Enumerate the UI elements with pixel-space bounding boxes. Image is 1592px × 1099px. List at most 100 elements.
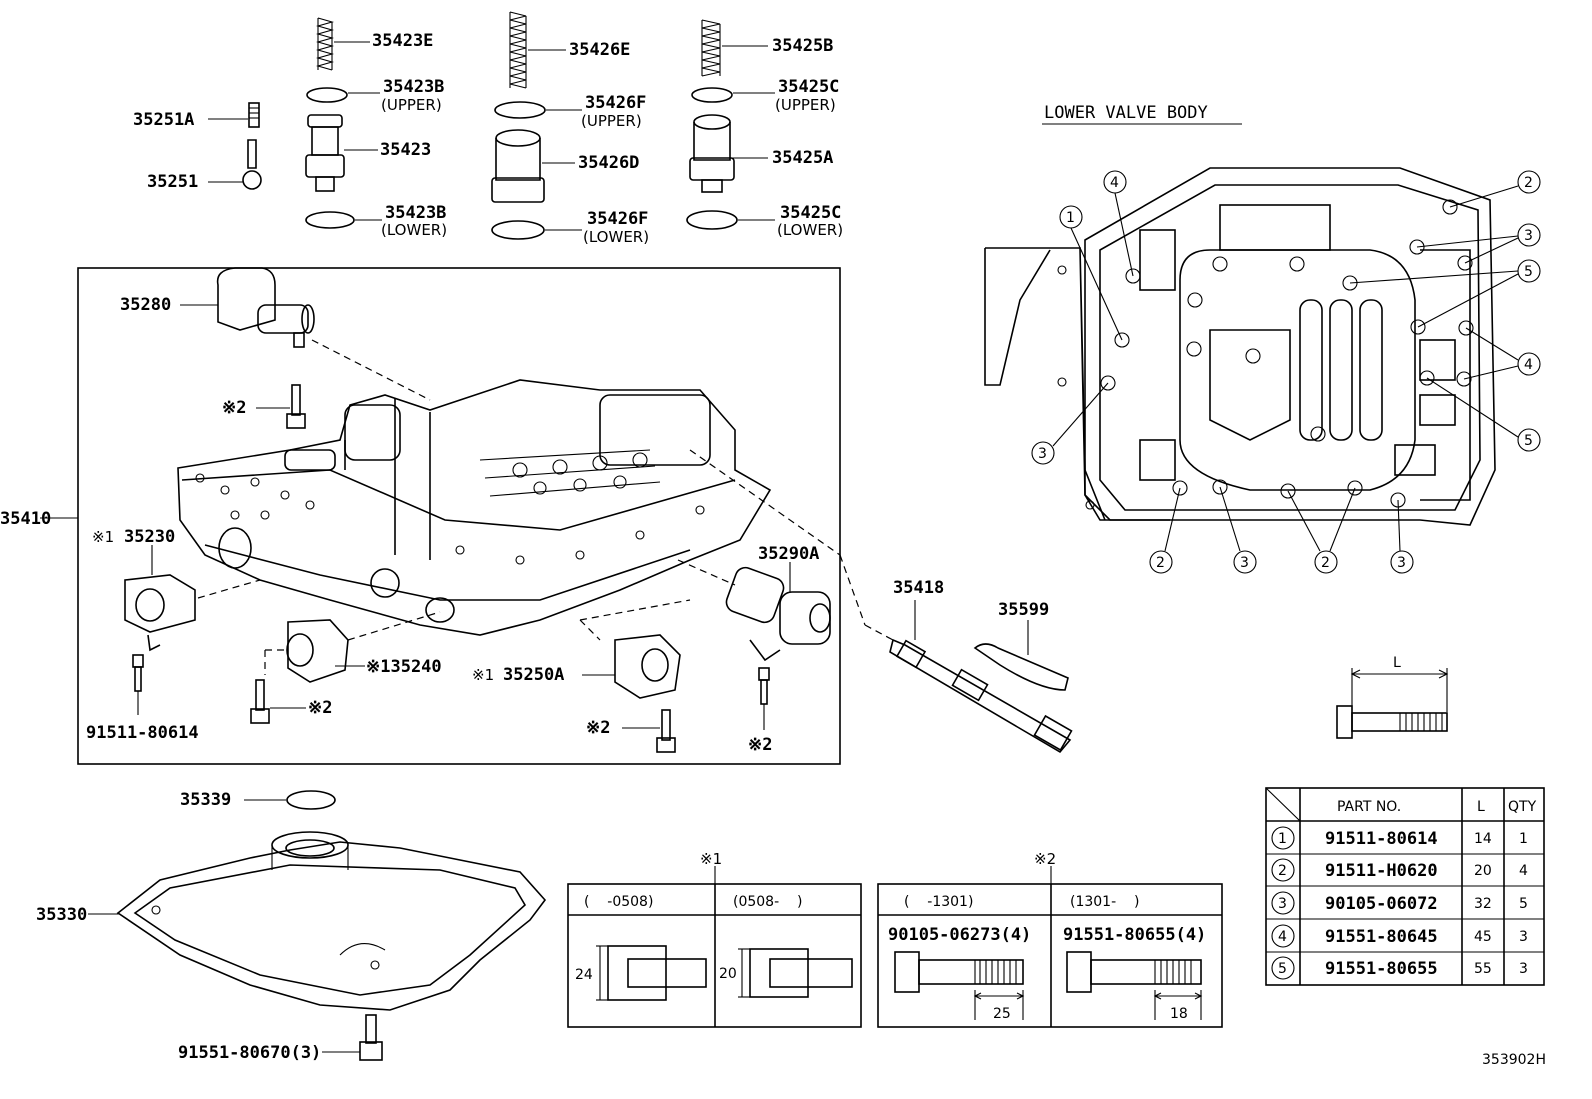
bolt-table-header-qty: QTY (1508, 799, 1537, 815)
label-91551-80670: 91551-80670(3) (178, 1043, 321, 1063)
callout-2-right-top-label: 2 (1524, 175, 1533, 191)
label-35423: 35423 (380, 140, 431, 160)
label-mark2-c: ※2 (586, 718, 610, 738)
label-35425C-lower: 35425C (780, 203, 841, 223)
solenoid-35240 (286, 619, 349, 683)
note1-col2: (0508- ) (733, 894, 802, 910)
note1-connector-new (738, 948, 853, 998)
bolt-table-key: 1 (1278, 831, 1287, 847)
oring-35425C-lower (686, 210, 738, 230)
bolt-length-label: L (1393, 655, 1401, 671)
callout-3-bottom-right (1390, 499, 1414, 574)
bolt-table-length: 45 (1474, 929, 1492, 945)
note2-table (877, 883, 1223, 1028)
bolt-table-length: 20 (1474, 863, 1492, 879)
note2-col2: (1301- ) (1070, 894, 1139, 910)
label-35250A: 35250A (503, 665, 564, 685)
bolt-table-length: 32 (1474, 896, 1492, 912)
note1-connector-old (596, 945, 707, 1001)
valve-35251 (242, 139, 262, 190)
note2-part1: 90105-06273(4) (888, 925, 1031, 945)
bolt-91551-80670 (359, 1014, 383, 1061)
label-35426F-lower-note: (LOWER) (583, 228, 649, 246)
bolt-table-key: 2 (1278, 863, 1287, 879)
valve-body-illustration (177, 379, 772, 636)
label-91511-80614: 91511-80614 (86, 723, 199, 743)
piston-35426D (491, 129, 545, 203)
plug-35251A (248, 102, 260, 128)
bolt-table-part: 91551-80645 (1325, 927, 1438, 947)
callout-5-right (1426, 377, 1541, 452)
lower-valve-body-title: LOWER VALVE BODY (1044, 103, 1208, 123)
bolt-91511-80614 (132, 654, 144, 692)
oil-pan-35330 (116, 831, 547, 1011)
piston-35425A (689, 114, 735, 193)
bolt-table-qty: 5 (1519, 896, 1528, 912)
bolt-mark2-b (250, 679, 270, 724)
oring-35426F-lower (491, 220, 545, 240)
callout-4-top (1103, 170, 1134, 277)
bolt-table-key: 3 (1278, 896, 1287, 912)
callout-4-right-label: 4 (1524, 357, 1533, 373)
callout-3-bottom-left-label: 3 (1240, 555, 1249, 571)
bolt-mark2-a (286, 384, 306, 429)
label-35425C-lower-note: (LOWER) (777, 221, 843, 239)
oring-35426F-upper (494, 101, 546, 119)
solenoid-35230 (124, 574, 196, 652)
callout-3-right (1416, 223, 1541, 264)
oring-35423B-lower (305, 211, 355, 229)
note2-dim2: 18 (1170, 1006, 1188, 1022)
label-35251: 35251 (147, 172, 198, 192)
callout-2-bottom-mid-label: 2 (1321, 555, 1330, 571)
note2-dim1: 25 (993, 1006, 1011, 1022)
callout-4-top-label: 4 (1110, 175, 1119, 191)
label-35426F-upper: 35426F (585, 93, 646, 113)
piston-35423 (305, 114, 345, 192)
label-35251A: 35251A (133, 110, 194, 130)
bolt-table-qty: 3 (1519, 961, 1528, 977)
callout-2-right-top (1449, 170, 1541, 208)
note2-bolt-new (1066, 951, 1203, 1020)
note1-dim2: 20 (719, 966, 737, 982)
callout-3-left (1031, 382, 1109, 465)
bolt-table-key: 4 (1278, 929, 1287, 945)
note2-col1: ( -1301) (904, 894, 973, 910)
bolt-table-qty: 3 (1519, 929, 1528, 945)
callout-5-right-top-label: 5 (1524, 264, 1533, 280)
callout-1 (1059, 205, 1123, 341)
solenoid-35290A (725, 566, 831, 662)
note2-bolt-old (894, 951, 1025, 1020)
bolt-table (1265, 787, 1545, 986)
label-35423E: 35423E (372, 31, 433, 51)
bolt-table-qty: 4 (1519, 863, 1528, 879)
label-35426E: 35426E (569, 40, 630, 60)
label-mark2-b: ※2 (308, 698, 332, 718)
spring-35423E (315, 17, 335, 71)
label-35423B-upper: 35423B (383, 77, 444, 97)
callout-3-bottom-right-label: 3 (1397, 555, 1406, 571)
label-35423B-lower: 35423B (385, 203, 446, 223)
bolt-table-length: 55 (1474, 961, 1492, 977)
callout-5-right-top (1349, 259, 1541, 328)
spring-35425B (701, 19, 721, 77)
label-35240: ※135240 (366, 657, 442, 677)
callout-1-label: 1 (1066, 210, 1075, 226)
callout-2-bottom-left-label: 2 (1156, 555, 1165, 571)
solenoid-35280 (216, 267, 315, 348)
shaft-35418 (889, 638, 1073, 754)
label-35230: 35230 (124, 527, 175, 547)
oring-35425C-upper (691, 87, 733, 103)
label-35250A-mark: ※1 (472, 666, 494, 684)
bolt-table-header-part: PART NO. (1337, 799, 1401, 815)
label-35330: 35330 (36, 905, 87, 925)
label-35280: 35280 (120, 295, 171, 315)
label-35339: 35339 (180, 790, 231, 810)
bolt-table-key: 5 (1278, 961, 1287, 977)
label-35426F-upper-note: (UPPER) (581, 112, 642, 130)
callout-3-bottom-left (1219, 486, 1257, 574)
oring-35423B-upper (306, 87, 348, 103)
label-mark2-a: ※2 (222, 398, 246, 418)
solenoid-35250A (614, 634, 681, 699)
bolt-mark2-c (656, 709, 676, 753)
note2-part2: 91551-80655(4) (1063, 925, 1206, 945)
